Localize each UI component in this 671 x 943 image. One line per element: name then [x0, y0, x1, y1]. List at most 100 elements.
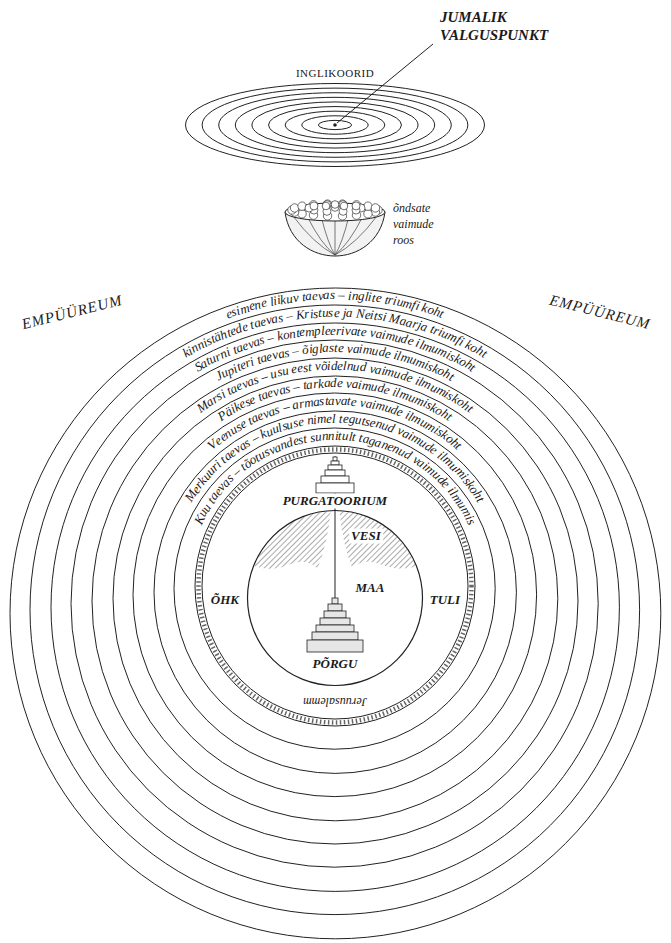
choir-ring [202, 88, 468, 162]
arc-glyph: r [336, 324, 341, 337]
arc-glyph: t [324, 394, 328, 407]
choir-ring [302, 116, 368, 134]
arc-glyph: p [314, 324, 321, 337]
rose-caption: õndsate vaimude roos [393, 200, 457, 249]
water-hatch [240, 505, 432, 569]
arc-glyph: t [334, 341, 338, 354]
arc-glyph: t [307, 360, 312, 373]
heaven-ring-outline [113, 376, 558, 821]
arc-glyph: a [340, 394, 347, 407]
arc-glyph: n [346, 359, 353, 372]
choir-ring [318, 120, 351, 129]
arc-glyph: – [291, 344, 299, 358]
arc-glyph: g [312, 342, 319, 355]
arc-glyph: i [341, 324, 345, 337]
arc-glyph [336, 411, 339, 424]
arc-glyph: t [318, 306, 322, 319]
arc-glyph: e [333, 306, 339, 319]
arc-glyph: u [314, 430, 322, 444]
heaven-ring-outline [133, 393, 537, 797]
arc-glyph: m [316, 412, 326, 426]
mountain-terrace [321, 476, 349, 483]
arc-glyph: – [285, 309, 293, 323]
rose-bud [310, 202, 318, 210]
choir-ring [235, 97, 434, 152]
arc-glyph: d [331, 359, 338, 372]
hell-circle [307, 640, 363, 652]
heaven-ring: Jupiteri taevas – õiglaste vaimude ilmum… [71, 340, 598, 867]
arc-glyph: s [329, 341, 334, 354]
mountain-terrace [328, 465, 342, 470]
arc-glyph: a [350, 324, 357, 337]
arc-glyph [335, 288, 338, 301]
arc-glyph: e [324, 324, 330, 337]
arc-glyph: i [335, 429, 339, 442]
mountain-terrace [325, 470, 345, 476]
rose-bud [364, 210, 372, 218]
light-point [333, 123, 337, 127]
arc-glyph: – [281, 400, 291, 414]
rose-petal [307, 216, 335, 255]
rose-petal [293, 216, 335, 255]
arc-glyph: v [292, 291, 299, 305]
heaven-circle [71, 340, 598, 867]
arc-glyph: l [318, 341, 322, 354]
arc-glyph: d [359, 360, 367, 374]
arc-glyph: e [350, 395, 357, 408]
arc-glyph: a [324, 376, 331, 389]
earth-edge [247, 510, 422, 685]
region-label: TULI [428, 592, 462, 607]
arc-glyph: n [321, 429, 328, 442]
rose-bud [322, 202, 330, 210]
arc-glyph: s [330, 288, 335, 301]
fire-edge [202, 453, 468, 719]
arc-glyph: – [292, 379, 301, 393]
heaven-circle [113, 376, 558, 821]
arc-glyph: u [322, 306, 329, 319]
region-label: ÕHK [209, 592, 241, 607]
ring-heading: INGLIKOORID [296, 67, 374, 79]
mountain-terrace [333, 457, 337, 461]
earth-circle: VESIMAAPÕRGU [247, 510, 423, 686]
region-name: EMPÜÜREUM [548, 291, 652, 333]
arc-glyph: a [322, 341, 329, 354]
heaven-ring: kinnistähtede taevas – Kristuse ja Neits… [30, 305, 640, 915]
arc-glyph: v [314, 359, 321, 372]
rose-bud [290, 204, 298, 212]
choir-ring [285, 111, 385, 139]
arc-glyph: – [338, 288, 345, 301]
rose-of-blessed-outline [283, 198, 387, 258]
rose-of-blessed: õndsate vaimude roos [283, 198, 387, 258]
purgatory-mountain [316, 456, 354, 493]
region-name: EMPÜÜREUM [20, 291, 124, 333]
arc-glyph: v [345, 324, 351, 337]
arc-glyph: e [337, 359, 343, 372]
choir-ellipses-outline [185, 83, 485, 167]
heaven-ring: Saturni taevas – kontempleerivate vaimud… [51, 323, 619, 891]
heaven-ring: Merkuuri taevas – kuulsuse nimel tegutse… [154, 411, 516, 773]
heaven-ring: esimene liikuv taevas – inglite triumfi … [10, 288, 661, 939]
arc-glyph: v [346, 341, 353, 354]
arc-glyph: – [266, 331, 275, 345]
arc-glyph: m [304, 324, 315, 338]
hell-circle [332, 598, 338, 604]
region-label: VESI [349, 528, 383, 543]
arc-glyph: s [283, 345, 290, 359]
hell-circle [316, 625, 354, 632]
rose-bud [309, 201, 317, 209]
rose-bud [298, 210, 306, 218]
arc-glyph: d [330, 376, 337, 389]
heaven-circle [30, 305, 640, 915]
arc-glyph: n [328, 429, 335, 442]
rose-bud [371, 204, 379, 212]
rose-bud [352, 202, 360, 210]
arc-glyph: a [346, 306, 353, 319]
choir-ring [219, 93, 452, 158]
axis-line [335, 493, 336, 598]
rose-bud [352, 201, 360, 209]
region-label: Jeruusalemm [301, 694, 369, 708]
callout-label: JUMALIK VALGUSPUNKT [440, 8, 575, 44]
region-label: PÕRGU [311, 656, 360, 671]
